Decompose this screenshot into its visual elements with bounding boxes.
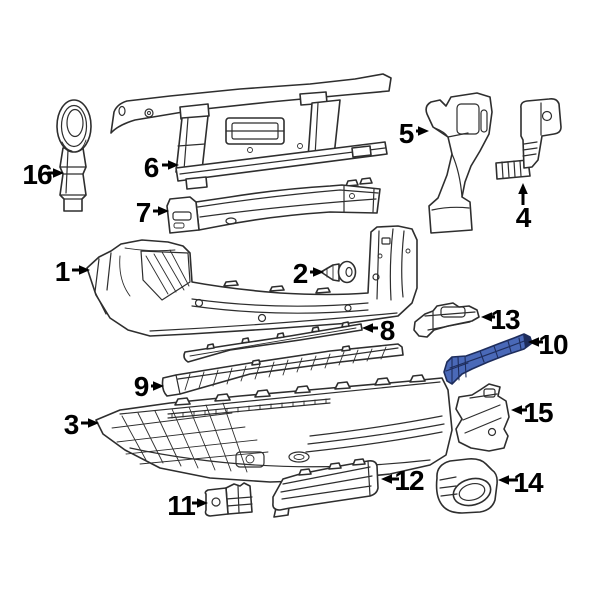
callout-15-label: 15: [523, 397, 553, 428]
callout-14-arrow: [498, 475, 518, 485]
part-valance-bracket: [455, 383, 510, 452]
part-bumper-cover-lower: [95, 374, 453, 483]
callout-5-label: 5: [399, 118, 414, 149]
part-lower-molding: [161, 343, 404, 397]
callout-4: 4: [516, 183, 533, 233]
callout-6: 6: [144, 152, 179, 183]
callout-10-label: 10: [538, 329, 568, 360]
callout-2-label: 2: [293, 258, 308, 289]
callout-12-arrow: [381, 474, 399, 484]
callout-6-label: 6: [144, 152, 159, 183]
callout-5-arrow: [416, 126, 429, 136]
callout-6-arrow: [162, 160, 179, 170]
callout-2-arrow: [310, 267, 324, 277]
callout-12-label: 12: [394, 465, 424, 496]
callout-3-label: 3: [64, 409, 79, 440]
callout-16: 16: [22, 159, 64, 190]
part-sight-shield: [183, 321, 363, 363]
callout-9-arrow: [151, 381, 164, 391]
callout-8-arrow: [362, 323, 378, 333]
callout-16-label: 16: [22, 159, 52, 190]
callout-15: 15: [511, 397, 554, 428]
callout-8-label: 8: [380, 315, 395, 346]
callout-14: 14: [498, 467, 545, 498]
part-side-support-left: [425, 92, 493, 234]
part-side-support-right: [495, 98, 562, 180]
part-exhaust-bezel: [435, 458, 498, 514]
part-impact-bar: [166, 177, 381, 234]
callout-16-arrow: [48, 168, 64, 178]
callout-11: 11: [167, 490, 208, 521]
callout-1-arrow: [72, 265, 90, 275]
part-lower-bracket: [204, 482, 253, 517]
callout-9: 9: [134, 371, 164, 402]
part-pushpin-fastener: [320, 260, 357, 284]
part-upper-reinforcement: [110, 73, 392, 190]
part-bumper-cover-upper: [86, 225, 418, 337]
callout-4-arrow: [518, 183, 528, 205]
callout-3-arrow: [81, 418, 99, 428]
callout-7-arrow: [153, 206, 169, 216]
callout-2: 2: [293, 258, 324, 289]
callout-7-label: 7: [136, 197, 151, 228]
callout-13-arrow: [481, 312, 495, 322]
callout-11-arrow: [192, 498, 208, 508]
callout-10-arrow: [528, 337, 543, 347]
part-rail-bracket: [413, 302, 480, 338]
callout-14-label: 14: [513, 467, 544, 498]
callout-7: 7: [136, 197, 169, 228]
callout-4-label: 4: [516, 202, 532, 233]
callout-5: 5: [399, 118, 429, 149]
callout-1: 1: [55, 256, 90, 287]
callout-1-label: 1: [55, 256, 70, 287]
callout-15-arrow: [511, 405, 527, 415]
callout-10: 10: [528, 329, 569, 360]
callout-8: 8: [362, 315, 396, 346]
part-tow-hook: [56, 99, 92, 212]
callout-9-label: 9: [134, 371, 149, 402]
callout-3: 3: [64, 409, 99, 440]
part-step-pad: [272, 458, 379, 518]
callout-13: 13: [481, 304, 521, 335]
callout-11-label: 11: [167, 490, 195, 521]
callout-13-label: 13: [490, 304, 520, 335]
callout-12: 12: [381, 465, 425, 496]
part-bumper-guide-highlighted: [443, 333, 533, 385]
